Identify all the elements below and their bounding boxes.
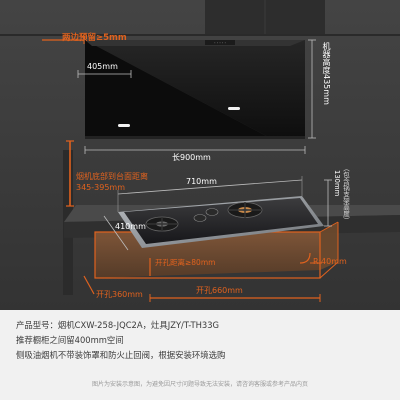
hood-light-right	[228, 107, 240, 110]
cutout-clearance-label: 开孔距离≥80mm	[155, 258, 216, 267]
stove-width-label: 710mm	[186, 177, 217, 186]
cutout-width-label: 开孔660mm	[196, 286, 243, 295]
spec-model: 产品型号：烟机CXW-258-JQC2A，灶具JZY/T-TH33G	[16, 320, 220, 330]
spec-cabinet: 推荐橱柜之间留400mm空间	[16, 335, 124, 345]
disclaimer-note: 图片为安装示意图，为避免因尺寸问题导致无法安装，请咨询客服或参考产品内页	[91, 381, 308, 388]
knob-right	[205, 208, 219, 216]
spec-install: 侧吸油烟机不带装饰罩和防火止回阀，根据安装环境选购	[16, 350, 226, 360]
stove-depth-dimension	[103, 215, 129, 251]
spec-panel: 产品型号：烟机CXW-258-JQC2A，灶具JZY/T-TH33G 推荐橱柜之…	[0, 310, 400, 400]
hood-light-left	[118, 124, 130, 127]
corner-radius-label: R:40mm	[313, 257, 347, 266]
hood-height-label: 机器高度435mm	[322, 42, 331, 105]
cutout-depth-label: 开孔360mm	[96, 290, 143, 299]
gas-stove	[118, 196, 324, 248]
mount-height-label: 烟机底部到台面距离	[76, 172, 148, 181]
stove-height-label: 130mm	[332, 170, 341, 197]
corner-radius-indicator	[299, 252, 311, 264]
hood-control-display: · · · · ·	[214, 41, 225, 46]
stove-depth-label: 410mm	[115, 222, 146, 231]
range-hood: · · · · ·	[85, 40, 305, 139]
side-gap-label: 两边预留≥5mm	[62, 33, 127, 43]
hood-width-label: 长900mm	[172, 153, 211, 162]
knob-left	[193, 214, 207, 222]
hood-depth-label: 405mm	[87, 62, 118, 71]
mount-height-range: 345-395mm	[76, 183, 126, 192]
stove-width-dimension	[117, 179, 303, 195]
cutout-depth-dimension	[83, 275, 95, 295]
stove-height-note: （包含锅支架高度）	[341, 165, 350, 224]
installation-diagram: · · · · ·	[0, 0, 400, 310]
